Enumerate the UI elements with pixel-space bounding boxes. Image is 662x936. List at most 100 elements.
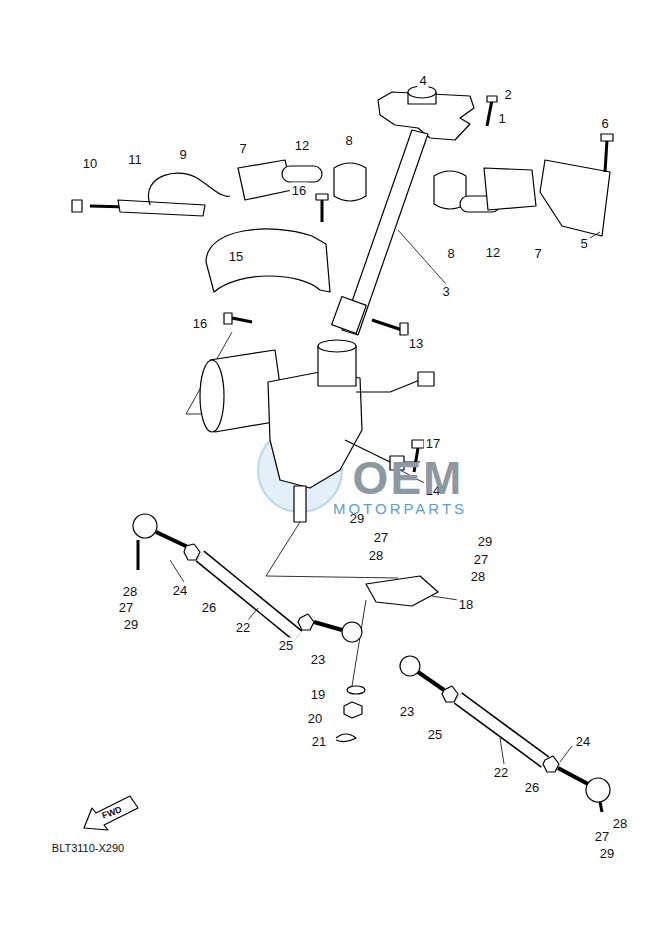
leader-lines (170, 230, 600, 764)
plate (118, 200, 205, 216)
callout-number: 10 (81, 156, 99, 171)
callout-number: 13 (407, 336, 425, 351)
callout-number: 28 (121, 584, 139, 599)
callout-number: 11 (126, 152, 144, 167)
callout-number: 27 (472, 552, 490, 567)
connector (418, 372, 434, 386)
callout-number: 28 (367, 548, 385, 563)
plate (540, 160, 610, 236)
callout-number: 28 (469, 569, 487, 584)
callout-number: 26 (523, 780, 541, 795)
tie-rod (458, 698, 545, 762)
callout-number: 29 (122, 617, 140, 632)
bolt (487, 100, 492, 126)
bolt (372, 320, 402, 330)
callout-number: 4 (417, 73, 428, 88)
bolt-head (400, 323, 408, 335)
callout-number: 23 (398, 704, 416, 719)
callout-number: 27 (117, 600, 135, 615)
callout-number: 29 (598, 846, 616, 861)
bolt (605, 140, 607, 172)
nut (442, 686, 458, 702)
callout-number: 21 (310, 734, 328, 749)
callout-number: 3 (440, 284, 451, 299)
callout-number: 8 (445, 246, 456, 261)
callout-number: 8 (343, 133, 354, 148)
nut (344, 702, 362, 718)
bolt (232, 318, 252, 322)
wire (356, 380, 420, 392)
collar (282, 166, 322, 182)
thread (418, 672, 444, 690)
callout-number: 24 (574, 734, 592, 749)
cotter-pin (336, 734, 356, 742)
callout-number: 22 (234, 620, 252, 635)
bolt-head (601, 134, 613, 141)
callout-number: 27 (593, 829, 611, 844)
callout-number: 22 (492, 765, 510, 780)
callout-number: 12 (293, 138, 311, 153)
callout-number: 29 (476, 534, 494, 549)
callout-number: 24 (171, 583, 189, 598)
nut (298, 614, 314, 630)
bolt-head (224, 313, 232, 324)
callout-number: 15 (227, 249, 245, 264)
callout-number: 20 (306, 711, 324, 726)
tie-rod (200, 556, 298, 636)
ball-joint (342, 622, 362, 642)
ball-joint (586, 778, 610, 802)
callout-number: 1 (496, 111, 507, 126)
stud (600, 802, 602, 812)
callout-number: 27 (372, 530, 390, 545)
callout-number: 6 (599, 116, 610, 131)
stud (137, 540, 140, 570)
tie-rod-inner (200, 556, 298, 636)
callout-number: 25 (426, 727, 444, 742)
bolt-head (72, 200, 82, 212)
diagram-code: BLT3110-X290 (50, 842, 126, 855)
input-top (318, 340, 356, 352)
watermark: MOTORPARTS (331, 500, 469, 517)
callout-number: 7 (532, 246, 543, 261)
callout-number: 28 (611, 816, 629, 831)
output-shaft (294, 486, 306, 522)
callout-number: 12 (484, 245, 502, 260)
callout-number: 9 (177, 147, 188, 162)
tie-rod-inner (458, 698, 545, 762)
washer (347, 686, 365, 694)
bolt-head (487, 96, 497, 102)
callout-number: 26 (200, 600, 218, 615)
callout-number: 5 (578, 236, 589, 251)
motor-end (200, 360, 224, 432)
callout-number: 19 (309, 687, 327, 702)
column-bracket (378, 92, 474, 140)
thread (314, 622, 342, 630)
callout-number: 2 (502, 87, 513, 102)
callout-number: 16 (290, 183, 308, 198)
fwd-arrow (84, 796, 138, 830)
bolt-head (412, 440, 424, 448)
clip (148, 173, 230, 205)
callout-number: 16 (191, 316, 209, 331)
callout-number: 7 (237, 141, 248, 156)
nut (543, 756, 559, 772)
ball-joint (133, 514, 157, 538)
nut (184, 544, 200, 560)
ball-joint (400, 656, 420, 676)
thread (558, 768, 588, 784)
bolt-head (316, 194, 328, 200)
pitman-arm (366, 576, 438, 606)
motor-cover (206, 229, 330, 292)
callout-number: 23 (309, 652, 327, 667)
callout-number: 25 (277, 638, 295, 653)
bushing-bracket (484, 168, 536, 210)
bolt (321, 198, 324, 222)
watermark: OEM (351, 454, 466, 502)
callout-number: 17 (424, 436, 442, 451)
thread (156, 532, 190, 548)
callout-number: 18 (457, 597, 475, 612)
column-joint (332, 296, 367, 333)
gearbox (268, 372, 362, 488)
cap-top (408, 86, 436, 98)
